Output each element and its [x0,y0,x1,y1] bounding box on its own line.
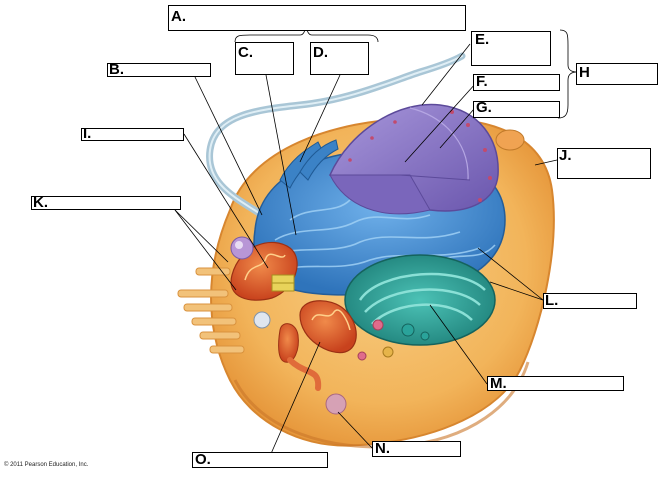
mitochondrion-3 [278,323,299,363]
answer-box-a[interactable] [168,5,466,31]
answer-box-m[interactable] [487,376,624,391]
nucleus [328,103,499,215]
vesicle-n [325,393,347,415]
label-b: B. [109,61,124,78]
answer-box-i[interactable] [81,128,184,141]
answer-box-h[interactable] [576,63,658,85]
answer-box-g[interactable] [473,101,560,118]
label-g: G. [476,99,492,116]
label-h: H [579,64,590,81]
label-l: L. [545,292,559,309]
label-c: C. [238,44,253,61]
answer-box-c[interactable] [235,42,294,75]
label-i: I. [83,125,92,142]
label-m: M. [490,375,507,392]
answer-box-d[interactable] [310,42,369,75]
answer-box-b[interactable] [107,63,211,77]
label-j: J. [559,147,572,164]
lysosome [230,236,254,260]
golgi-apparatus [344,254,496,346]
answer-box-n[interactable] [372,441,461,457]
label-a: A. [171,8,186,25]
answer-box-o[interactable] [192,452,328,468]
copyright-notice: © 2011 Pearson Education, Inc. [4,462,89,468]
mitochondrion-2 [299,300,357,354]
label-n: N. [375,440,390,457]
answer-box-f[interactable] [473,74,560,91]
answer-box-l[interactable] [543,293,637,309]
microvilli [177,267,245,354]
peroxisome [253,311,271,329]
smooth-er [287,357,322,391]
label-f: F. [476,73,488,90]
label-e: E. [475,31,490,48]
rough-er-ribbons [279,139,339,189]
answer-box-j[interactable] [557,148,651,179]
label-k: K. [33,194,48,211]
answer-box-e[interactable] [471,31,551,66]
label-o: O. [195,451,211,468]
leader-lines [174,25,578,457]
answer-box-k[interactable] [31,196,181,210]
label-d: D. [313,44,328,61]
